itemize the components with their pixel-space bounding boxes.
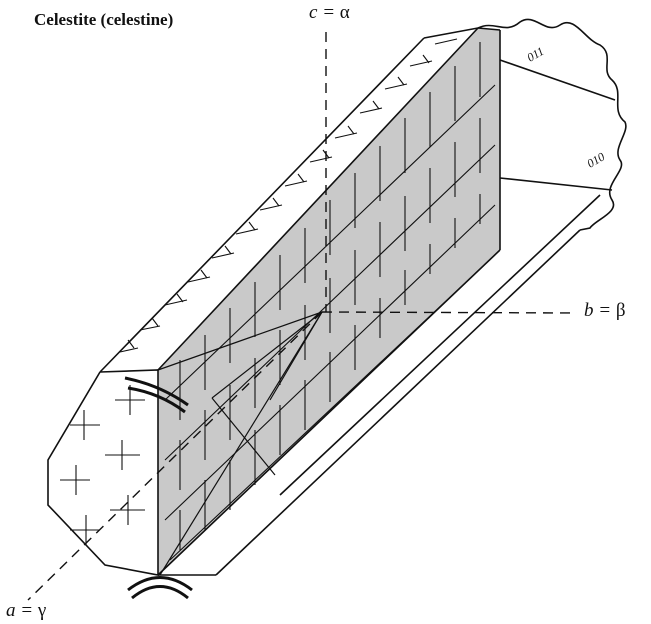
axis-label-a: a = γ	[6, 600, 46, 622]
axis-a-optic: γ	[38, 600, 46, 621]
axis-c-symbol: c	[309, 2, 317, 23]
axis-a-symbol: a	[6, 600, 16, 621]
axis-label-b: b = β	[584, 300, 626, 322]
axis-label-c: c = α	[309, 2, 350, 24]
face-label-010: 010	[585, 149, 608, 170]
axis-b-optic: β	[616, 300, 626, 321]
cleavage-traces-end	[60, 385, 145, 545]
face-label-011: 011	[525, 44, 547, 65]
cleavage-plane	[158, 28, 500, 575]
axis-b-symbol: b	[584, 300, 594, 321]
diagram-title: Celestite (celestine)	[34, 10, 173, 30]
axis-c-optic: α	[340, 2, 350, 23]
